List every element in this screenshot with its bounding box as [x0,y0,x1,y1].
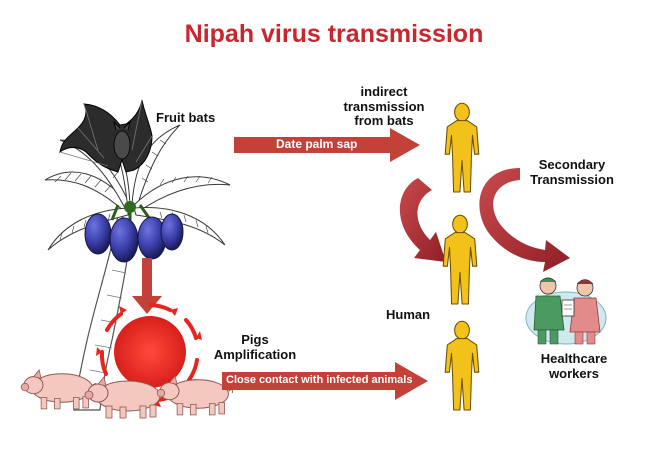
date-palm-sap-label: Date palm sap [276,137,358,151]
healthcare-workers-label: Healthcare workers [526,351,622,381]
diagram-title: Nipah virus transmission [184,20,484,48]
human-label: Human [386,307,431,322]
secondary-transmission-arrow [479,168,570,272]
pigs-line-2: Amplification [213,346,297,362]
indirect-transmission-label: indirect transmission from bats [322,84,446,129]
healthcare-workers-icon [525,277,607,345]
fruit-bats-label: Fruit bats [156,110,216,125]
pigs-amplification-label: Pigs Amplification [200,332,310,362]
date-palm-sap-arrow [234,128,420,162]
indirect-line-3: from bats [354,113,414,129]
close-contact-arrow [222,362,428,400]
indirect-line-1: indirect [360,84,408,99]
pigs-line-1: Pigs [241,332,269,347]
date-fruit-icon [84,201,184,263]
bat-icon [59,99,153,173]
secondary-transmission-label: Secondary Transmission [522,157,622,187]
tree-to-pigs-arrow [132,258,162,314]
indirect-line-2: transmission [343,98,425,114]
close-contact-label: Close contact with infected animals [226,374,413,386]
human-figure-icon [442,102,480,411]
human-to-human-arrow [399,178,446,262]
healthcare-line-2: workers [549,365,599,381]
healthcare-line-1: Healthcare [540,351,608,366]
secondary-line-2: Transmission [530,171,614,187]
secondary-line-1: Secondary [538,157,606,172]
